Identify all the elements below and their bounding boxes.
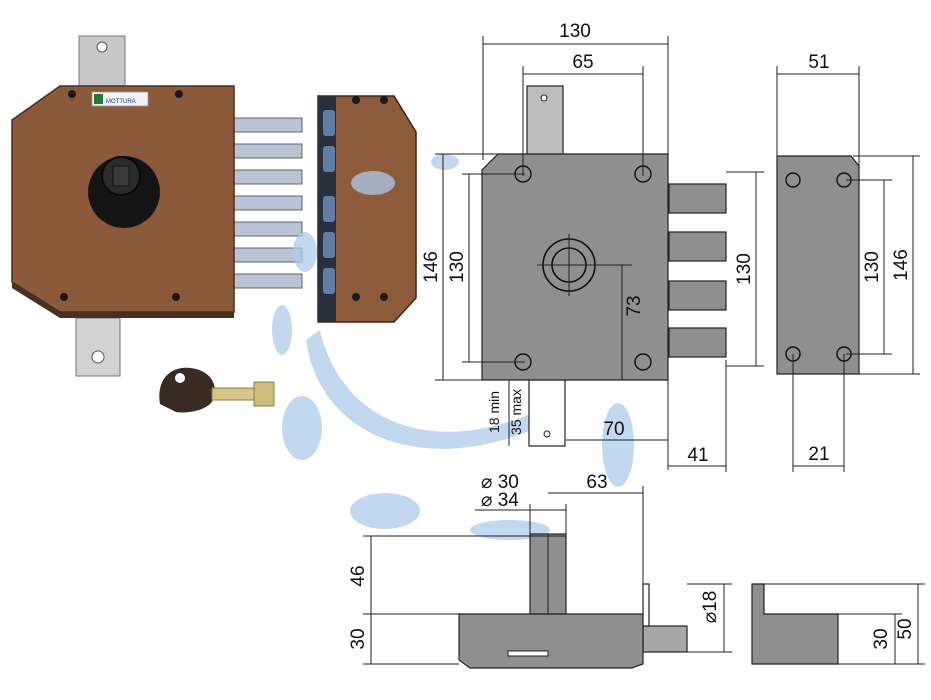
dim-cyl-d2: ⌀ 34 (481, 490, 519, 511)
dim-height-total: 146 (421, 251, 442, 283)
lock-case-bottom (458, 613, 644, 669)
bottom-strike-plate (75, 317, 121, 377)
dim-keeper-total: 50 (895, 618, 916, 639)
dim-bolt-height: 130 (734, 253, 755, 285)
dim-latch-min: 18 min (486, 391, 502, 433)
dim-height-inner: 130 (447, 251, 468, 283)
strike-screw-icon (91, 350, 105, 364)
dim-latch-max: 35 max (508, 389, 524, 435)
key-icon (159, 367, 275, 413)
dim-cylinder-offset: 73 (624, 295, 645, 316)
screw-icon (68, 90, 76, 98)
screw-icon (172, 293, 180, 301)
dim-cyl-d1: ⌀ 30 (481, 472, 519, 493)
bolt-end (642, 625, 688, 653)
dim-body-height: 30 (348, 628, 369, 649)
dim-side-width: 51 (808, 52, 829, 73)
screw-icon (352, 96, 360, 104)
lock-bolts (225, 117, 303, 289)
strike-screw-icon (96, 41, 108, 53)
screw-icon (175, 90, 183, 98)
dimension-lines (363, 36, 925, 665)
dim-keeper-height: 30 (871, 628, 892, 649)
dim-cyl-height: 46 (348, 565, 369, 586)
dim-side-total: 146 (891, 249, 912, 281)
lock-case (481, 153, 669, 381)
screw-icon (60, 293, 68, 301)
dim-backset: 70 (603, 419, 624, 440)
lock-photo: MOTTURA (11, 35, 417, 413)
screw-icon (352, 293, 360, 301)
dim-width-total: 130 (559, 21, 591, 42)
screw-icon (380, 293, 388, 301)
dim-bolt-diameter: ⌀18 (700, 591, 721, 624)
keeper-case (776, 155, 860, 375)
bolt (668, 280, 727, 311)
dimension-labels: 130 65 146 130 130 73 70 41 18 min 35 ma… (348, 21, 916, 650)
keyhole (507, 650, 549, 657)
screw-hole-icon (634, 353, 652, 371)
tab-hole (540, 94, 548, 102)
tab-hole (543, 430, 551, 438)
brand-badge-text: MOTTURA (106, 99, 136, 105)
keeper-slots (323, 110, 335, 294)
bolt-housing (642, 583, 650, 627)
side-view-drawing (776, 155, 860, 375)
bottom-view-drawing (458, 533, 839, 669)
screw-icon (380, 96, 388, 104)
bolt (668, 231, 727, 262)
lock-body-shadow (12, 282, 234, 318)
screw-hole-icon (785, 172, 801, 188)
brand-badge (91, 91, 149, 107)
bolt (668, 327, 727, 358)
dim-hole-spacing: 65 (572, 52, 593, 73)
dim-bolt-throw: 41 (687, 445, 708, 466)
dim-side-hole-spacing: 21 (808, 444, 829, 465)
dim-side-inner: 130 (862, 251, 883, 283)
bolt (668, 183, 727, 214)
keeper-bottom (751, 583, 839, 665)
dim-offset: 63 (586, 472, 607, 493)
